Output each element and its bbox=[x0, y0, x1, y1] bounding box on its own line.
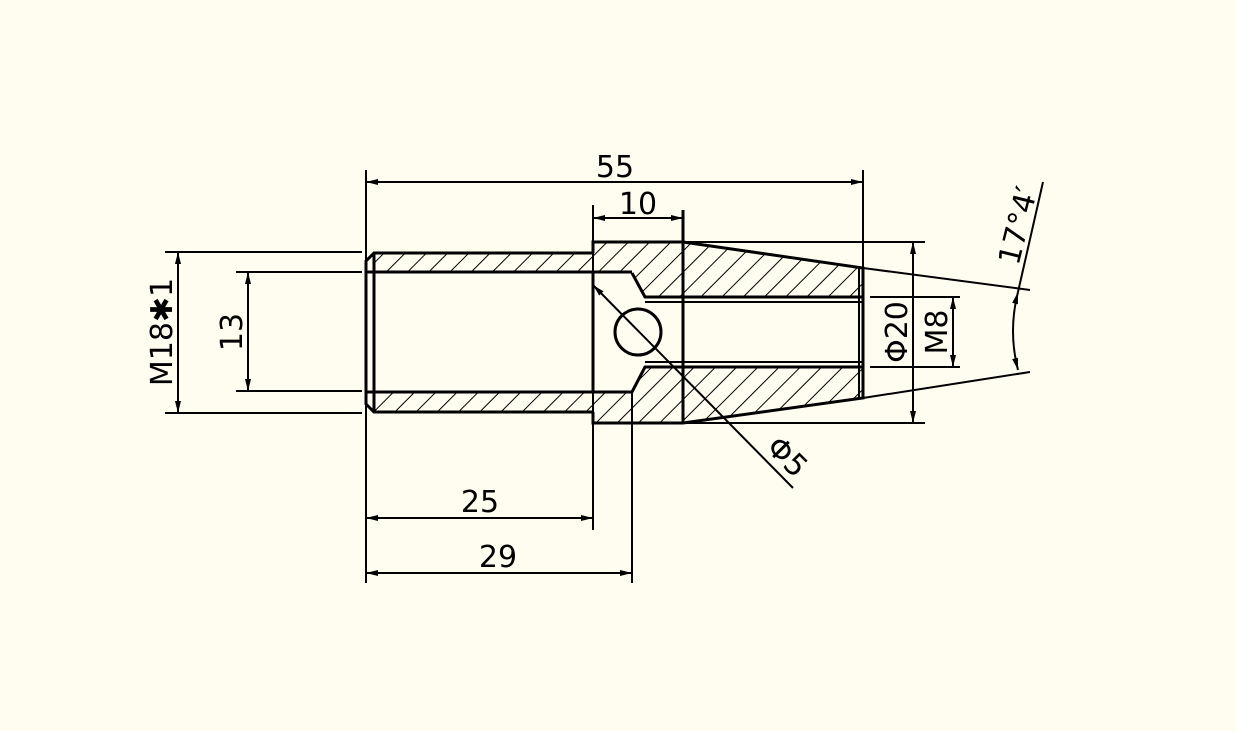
dim-thread-length: 25 bbox=[461, 485, 499, 520]
dim-taper-angle: 17°4′ bbox=[992, 183, 1045, 268]
dim-bore-depth: 29 bbox=[479, 540, 517, 575]
dim-overall-length: 55 bbox=[596, 150, 634, 185]
extension-lines bbox=[165, 170, 1031, 583]
section-hatching bbox=[374, 242, 863, 423]
ball bbox=[613, 307, 663, 357]
dim-inner-thread: M8 bbox=[920, 310, 955, 355]
dim-thread-spec: M18✱1 bbox=[145, 278, 180, 386]
dim-middle-width: 10 bbox=[619, 187, 657, 222]
dimension-lines bbox=[175, 179, 1044, 576]
dim-ball-diameter: Φ5 bbox=[759, 430, 814, 485]
dim-outer-diameter: Φ20 bbox=[880, 301, 915, 363]
dim-bore-diameter: 13 bbox=[215, 313, 250, 351]
